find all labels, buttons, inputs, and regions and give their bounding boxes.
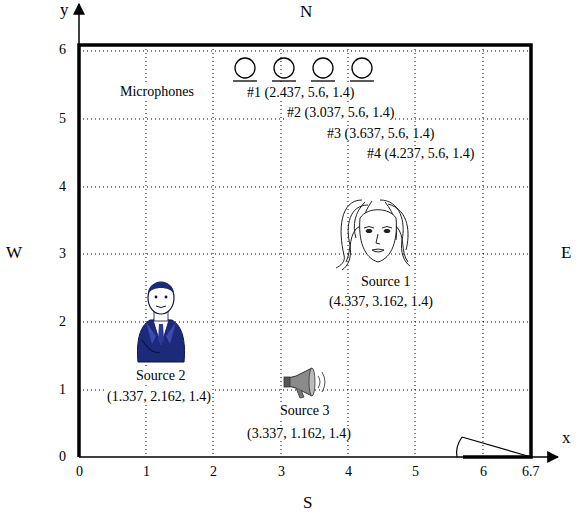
x-axis — [79, 456, 558, 458]
plan-label: 6 — [58, 42, 67, 57]
plan-label: #4 (4.237, 5.6, 1.4) — [366, 146, 475, 161]
plan-label: N — [299, 3, 313, 22]
plan-label: (4.337, 3.162, 1.4) — [328, 294, 434, 309]
plan-label: 4 — [58, 179, 67, 194]
plan-label: Source 1 — [360, 274, 411, 289]
door-arc — [457, 437, 462, 457]
plan-label: 4 — [344, 464, 353, 479]
plan-label: Source 2 — [135, 368, 186, 383]
plan-label: Source 3 — [279, 403, 330, 418]
room-wall — [79, 45, 531, 457]
plan-label: (3.337, 1.162, 1.4) — [246, 426, 352, 441]
y-axis — [78, 4, 80, 457]
plan-label: Microphones — [119, 84, 195, 99]
plan-label: #2 (3.037, 5.6, 1.4) — [286, 105, 395, 120]
plan-label: 1 — [58, 382, 67, 397]
door — [462, 437, 531, 457]
plan-label: x — [561, 429, 572, 448]
plan-label: 0 — [58, 449, 67, 464]
plan-label: 2 — [58, 314, 67, 329]
plan-label: (1.337, 2.162, 1.4) — [106, 389, 212, 404]
plan-label: W — [5, 244, 23, 263]
plan-label: #1 (2.437, 5.6, 1.4) — [246, 85, 355, 100]
woman-figure — [336, 200, 410, 270]
microphone-array — [233, 58, 374, 81]
plan-label: 0 — [75, 464, 84, 479]
plan-label: 1 — [142, 464, 151, 479]
plan-label: 5 — [58, 111, 67, 126]
plan-label: 3 — [277, 464, 286, 479]
grid — [79, 45, 531, 457]
plan-label: #3 (3.637, 5.6, 1.4) — [326, 126, 435, 141]
man-figure — [138, 282, 185, 362]
plan-label: 2 — [209, 464, 218, 479]
plan-label: 5 — [411, 464, 420, 479]
loudspeaker-icon — [284, 368, 325, 398]
plan-label: 3 — [58, 246, 67, 261]
plan-label: S — [302, 494, 313, 513]
plan-label: 6 — [479, 464, 488, 479]
plan-label: E — [560, 244, 572, 263]
plan-label: 6.7 — [521, 464, 541, 479]
plan-label: y — [59, 1, 70, 20]
